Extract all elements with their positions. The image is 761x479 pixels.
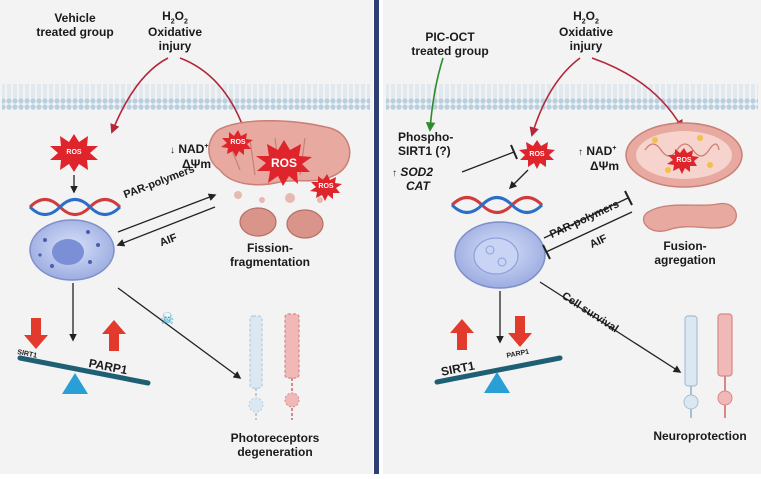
ros-label: ROS — [66, 149, 82, 156]
ros-right-label: ROS — [529, 151, 545, 158]
parp1-up-arrow-icon — [102, 320, 126, 351]
delta-psi-label: ΔΨm — [182, 157, 212, 171]
seesaw-beam — [17, 355, 151, 386]
ros-burst-mito-left-icon — [221, 130, 253, 157]
cell-right-icon — [454, 221, 546, 289]
right-membrane — [386, 84, 758, 110]
ros-burst-mito-right-panel-icon — [667, 148, 699, 174]
photoreceptors-degeneration-label: Photoreceptors degeneration — [230, 431, 320, 459]
ros-mito-center-label: ROS — [270, 156, 297, 170]
fission-label: Fission- fragmentation — [229, 241, 310, 269]
ros-to-dna-right-arrow — [508, 169, 529, 190]
photoreceptor-rod-healthy-icon — [683, 315, 699, 418]
aif-arrow — [116, 206, 216, 247]
panel-divider — [374, 0, 379, 474]
ros-burst-mito-center-icon — [256, 140, 312, 186]
h2o2-left-label: H2O2 Oxidative injury — [147, 9, 203, 54]
par-polymers-right-line — [543, 197, 629, 239]
h2o2-right-label: H2O2 Oxidative injury — [558, 9, 614, 54]
h2o2-to-ros-right-arrow — [529, 57, 581, 137]
nad-right-label: ↑ NAD+ — [578, 144, 617, 158]
fused-mitochondrion-icon — [642, 202, 737, 232]
delta-psi-right-label: ΔΨm — [590, 159, 620, 173]
left-membrane — [2, 84, 370, 110]
ros-mito-right-label: ROS — [318, 183, 334, 190]
dna-helix-icon — [28, 198, 122, 216]
phospho-sirt1-label: Phospho- SIRT1 (?) — [398, 130, 454, 158]
cell-survival-arrow — [539, 281, 682, 373]
ros-burst-mito-right-icon — [310, 174, 342, 201]
sod2-cat-label: ↑ SOD2 CAT — [392, 165, 434, 193]
inhibition-bar — [510, 144, 518, 160]
photoreceptor-cone-degenerated-icon — [284, 313, 300, 420]
seesaw-fulcrum-icon — [62, 373, 88, 394]
right-panel-bg — [383, 0, 761, 474]
h2o2-to-mito-arrow — [179, 57, 247, 134]
cell-to-degeneration-arrow — [117, 287, 242, 379]
parp1-down-arrow-icon — [508, 316, 532, 347]
sirt1-up-arrow-icon — [450, 319, 474, 350]
sirt1-down-arrow-icon — [24, 318, 48, 349]
vehicle-group-label: Vehicle treated group — [36, 11, 114, 39]
photoreceptor-rod-degenerated-icon — [248, 315, 264, 420]
aif-right-line — [545, 211, 633, 253]
fusion-label: Fusion- agregation — [654, 239, 716, 267]
nad-label: ↓ NAD+ — [170, 142, 209, 156]
par-polymers-arrow — [117, 193, 217, 233]
aif-inhibition-bar — [542, 244, 551, 260]
picoct-group-label: PIC-OCT treated group — [411, 30, 489, 58]
seesaw-right-fulcrum-icon — [484, 372, 510, 393]
cell-icon — [29, 219, 115, 281]
seesaw-right-beam — [434, 355, 563, 385]
photoreceptor-cone-healthy-icon — [717, 313, 733, 418]
ros-mito-right-panel-label: ROS — [676, 157, 692, 164]
skull-icon: ☠ — [160, 311, 175, 328]
ros-burst-right-icon — [519, 140, 555, 169]
picoct-to-phospho-arrow — [425, 57, 444, 132]
phospho-inhibits-ros — [461, 151, 515, 173]
h2o2-to-mito-right-arrow — [591, 57, 683, 130]
neuroprotection-label: Neuroprotection — [653, 429, 747, 443]
h2o2-to-ros-arrow — [110, 57, 169, 134]
dna-helix-right-icon — [450, 196, 544, 214]
ros-mito-left-label: ROS — [230, 139, 246, 146]
ros-burst-icon — [50, 134, 98, 172]
par-inhibition-bar — [624, 190, 633, 206]
